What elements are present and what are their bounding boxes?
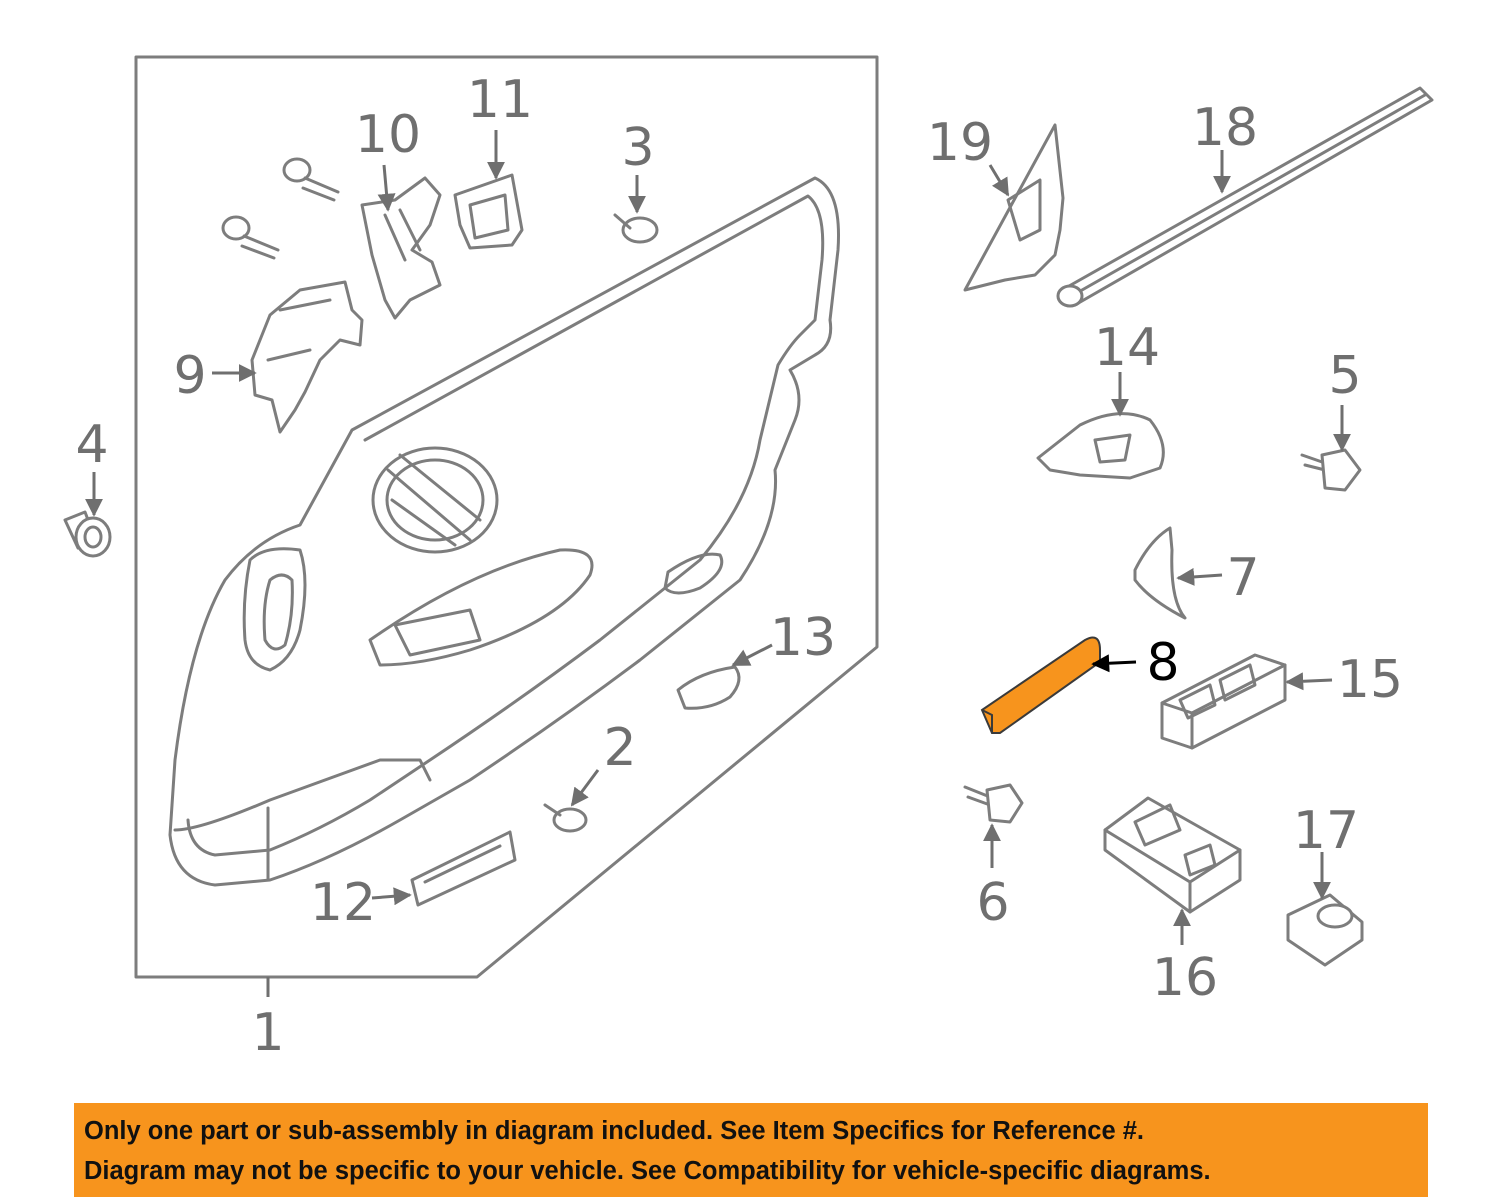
callout-2: 2 [603, 718, 636, 778]
cap-part-7 [1133, 526, 1187, 620]
bolt-part-6 [963, 783, 1024, 824]
clip-part-2 [543, 803, 588, 833]
callout-18: 18 [1192, 98, 1258, 158]
clip-part-3 [613, 213, 659, 244]
callout-9: 9 [173, 346, 206, 406]
callout-1: 1 [251, 1003, 284, 1063]
highlighted-part-8-body [980, 636, 1101, 734]
callout-11: 11 [467, 70, 533, 130]
weatherstrip-part-18 [1056, 86, 1434, 308]
callout-12: 12 [310, 873, 376, 933]
callout-19: 19 [927, 113, 993, 173]
disclaimer-line-2: Diagram may not be specific to your vehi… [84, 1157, 1211, 1185]
switch-part-17 [1286, 893, 1364, 967]
disclaimer-banner: Only one part or sub-assembly in diagram… [74, 1103, 1428, 1197]
callout-8: 8 [1146, 633, 1179, 693]
callout-15: 15 [1337, 650, 1403, 710]
bolt-upper-2 [221, 215, 280, 260]
cover-part-14 [1036, 412, 1165, 480]
callout-4: 4 [75, 415, 108, 475]
callout-5: 5 [1328, 346, 1361, 406]
vent-part-11 [453, 173, 524, 250]
switch-part-16 [1103, 796, 1242, 914]
callout-10: 10 [355, 105, 421, 165]
highlighted-part-8 [980, 636, 1101, 734]
trim-part-19 [963, 123, 1065, 292]
disclaimer-line-1: Only one part or sub-assembly in diagram… [84, 1117, 1144, 1145]
door-trim-panel [168, 176, 840, 887]
callout-13: 13 [770, 608, 836, 668]
callout-17: 17 [1293, 801, 1359, 861]
leader-lines [85, 130, 1351, 945]
callout-16: 16 [1152, 948, 1218, 1008]
nut-part-4 [63, 510, 112, 558]
bracket-part-10 [360, 176, 442, 320]
bolt-part-5 [1300, 448, 1362, 492]
bolt-upper-1 [282, 157, 340, 202]
callout-6: 6 [976, 873, 1009, 933]
assembly-frame [134, 55, 879, 997]
bracket-part-9 [250, 280, 364, 434]
callout-7: 7 [1226, 548, 1259, 608]
plug-part-13 [676, 665, 741, 710]
switch-bezel-part-12 [410, 830, 517, 907]
switch-part-15 [1160, 653, 1287, 750]
callout-3: 3 [621, 118, 654, 178]
callout-14: 14 [1094, 318, 1160, 378]
